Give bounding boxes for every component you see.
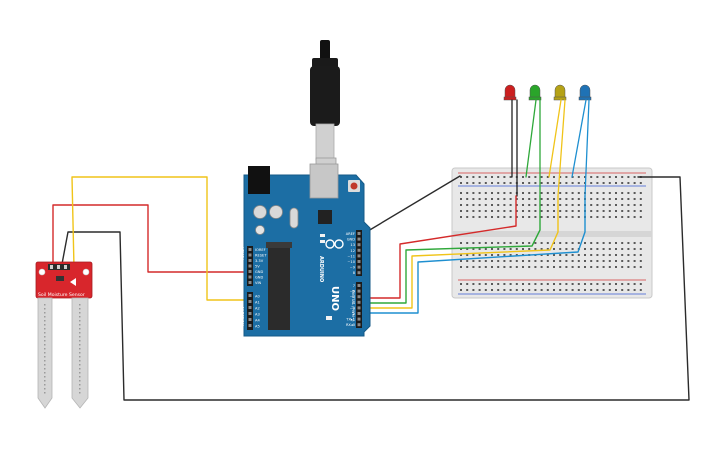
power-pin-label: GND bbox=[255, 270, 263, 274]
digital-pin-label: ~11 bbox=[347, 254, 355, 258]
analog-pin-label: A2 bbox=[255, 307, 260, 311]
analog-pin-label: A4 bbox=[255, 319, 260, 323]
wire-gnd-arduino-to-breadboard bbox=[362, 175, 461, 235]
wire-sensor-vcc bbox=[52, 204, 245, 273]
analog-pin-label: A5 bbox=[255, 325, 260, 329]
analog-header[interactable] bbox=[247, 292, 253, 330]
digital-pin-label: ~6 bbox=[350, 290, 356, 294]
arduino-logo bbox=[325, 239, 344, 249]
breadboard-holes bbox=[460, 176, 642, 291]
digital-header-top[interactable] bbox=[356, 230, 362, 276]
atmega-chip bbox=[268, 246, 290, 330]
led-green[interactable] bbox=[528, 84, 542, 101]
digital-pin-label: 7 bbox=[353, 284, 355, 288]
led-blue[interactable] bbox=[578, 84, 592, 101]
wire-led-blue-leg bbox=[571, 99, 590, 197]
sensor-pin-vcc[interactable] bbox=[50, 265, 53, 269]
power-pin-label: VIN bbox=[255, 281, 262, 285]
digital-pin-label: ~10 bbox=[347, 260, 355, 264]
analog-pin-label: A3 bbox=[255, 313, 260, 317]
digital-pin-label: AREF bbox=[346, 232, 355, 236]
digital-pin-label: GND bbox=[347, 238, 355, 242]
wire-led-yellow-leg bbox=[548, 99, 566, 197]
power-pin-label: IOREF bbox=[255, 248, 266, 252]
power-header-label: POWER bbox=[241, 247, 245, 260]
led-red[interactable] bbox=[503, 84, 517, 101]
board-brand-label: ARDUINO bbox=[318, 256, 324, 282]
arduino-uno-board[interactable]: UNO ARDUINO DIGITAL (PWM~) POWER ANALOG … bbox=[241, 163, 371, 337]
usb-jack bbox=[309, 163, 339, 199]
usb-chip bbox=[318, 210, 332, 224]
flame-logo bbox=[70, 278, 76, 286]
digital-header-label: DIGITAL (PWM~) bbox=[351, 290, 356, 322]
led-yellow[interactable] bbox=[553, 84, 567, 101]
led-group bbox=[503, 84, 592, 101]
soil-moisture-sensor[interactable]: Soil Moisture Sensor bbox=[35, 261, 93, 409]
digital-pin-label: 2 bbox=[353, 312, 355, 316]
wire-red-pin-to-breadboard bbox=[361, 195, 517, 299]
wire-led-green-leg bbox=[525, 99, 541, 197]
analog-pin-label: A0 bbox=[255, 295, 260, 299]
digital-pin-label: TX▸1 bbox=[345, 318, 355, 322]
wire-led-red-leg bbox=[511, 99, 518, 197]
sensor-pin-gnd[interactable] bbox=[57, 265, 60, 269]
wires bbox=[52, 99, 690, 401]
board-model-label: UNO bbox=[329, 286, 340, 311]
digital-pin-label: ~3 bbox=[350, 306, 355, 310]
digital-pin-label: 13 bbox=[350, 243, 355, 247]
wire-blue-pin-to-breadboard bbox=[361, 195, 586, 314]
digital-header-bottom[interactable] bbox=[356, 282, 362, 328]
sensor-label: Soil Moisture Sensor bbox=[38, 292, 85, 298]
power-pin-label: 5V bbox=[255, 265, 260, 269]
capacitor bbox=[253, 205, 267, 219]
crystal bbox=[289, 207, 299, 229]
digital-pin-label: 4 bbox=[353, 301, 356, 305]
breadboard[interactable] bbox=[451, 167, 653, 299]
wire-gnd-loop bbox=[61, 176, 690, 401]
digital-pin-label: 12 bbox=[350, 249, 355, 253]
breadboard-center-channel bbox=[452, 231, 652, 237]
mounting-hole bbox=[82, 268, 90, 276]
analog-header-label: ANALOG IN bbox=[241, 307, 245, 326]
sensor-pin-sig[interactable] bbox=[64, 265, 67, 269]
wire-yellow-pin-to-breadboard bbox=[361, 195, 559, 309]
wire-green-pin-to-breadboard bbox=[361, 195, 541, 304]
wire-sensor-signal bbox=[71, 176, 249, 301]
power-pin-label: 3.3V bbox=[255, 259, 264, 263]
analog-pin-label: A1 bbox=[255, 301, 260, 305]
digital-pin-label: ~5 bbox=[350, 295, 355, 299]
digital-pin-label: 8 bbox=[353, 271, 356, 275]
power-pin-label: GND bbox=[255, 276, 263, 280]
mounting-hole bbox=[38, 268, 46, 276]
power-pin-label: RESET bbox=[255, 254, 267, 258]
capacitor bbox=[269, 205, 283, 219]
power-jack bbox=[248, 166, 270, 194]
digital-pin-label: ~9 bbox=[350, 266, 356, 270]
digital-pin-label: RX◂0 bbox=[346, 323, 356, 327]
